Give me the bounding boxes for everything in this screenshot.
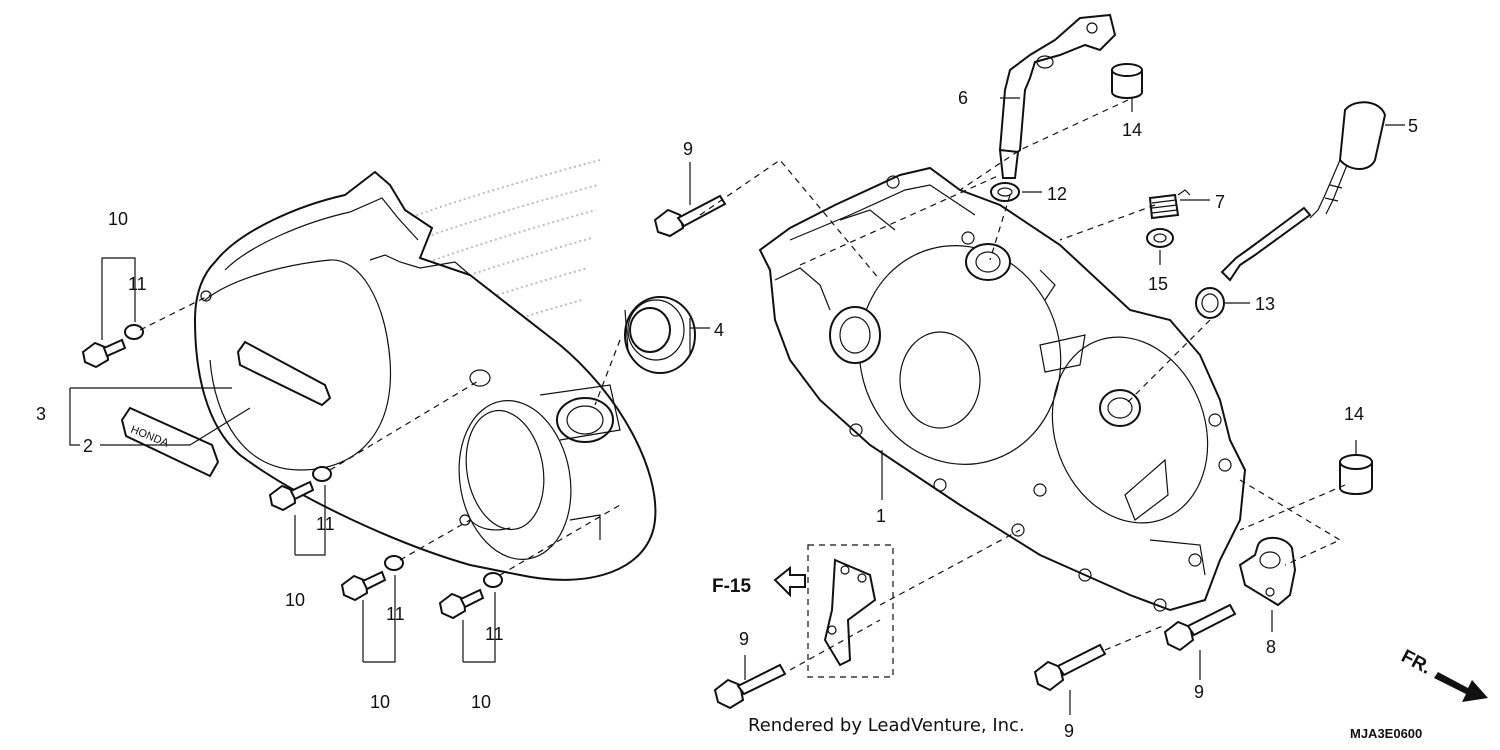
credit-text: Rendered by LeadVenture, Inc. (748, 715, 1025, 736)
bolt-9-lower (1033, 643, 1107, 692)
callout-11-b: 11 (316, 514, 335, 534)
reference-arrow[interactable] (773, 565, 806, 598)
bolt-9-clamp (1163, 603, 1237, 652)
callout-10-b: 10 (285, 590, 305, 610)
callout-12: 12 (1047, 184, 1067, 204)
callout-9-top: 9 (683, 139, 693, 159)
callout-1: 1 (876, 506, 886, 526)
hose-clamp (1238, 536, 1297, 607)
washer-11-d (483, 572, 503, 588)
spring (1148, 189, 1191, 220)
bolt-9-top (653, 194, 727, 238)
callout-9-clamp: 9 (1194, 682, 1204, 702)
o-ring-15 (1146, 228, 1174, 248)
o-ring-13 (1195, 287, 1225, 319)
callout-8: 8 (1266, 637, 1276, 657)
reference-label[interactable]: F-15 (712, 576, 752, 597)
callout-14-right: 14 (1344, 404, 1364, 424)
direction-label: FR. (1398, 646, 1435, 679)
callout-9-bracket: 9 (739, 629, 749, 649)
washer-11-c (384, 555, 404, 571)
callout-14-top: 14 (1122, 120, 1142, 140)
callout-3: 3 (36, 404, 46, 424)
bolt-10-b (268, 480, 315, 512)
emblem-recess (236, 340, 332, 407)
oil-seal-left (624, 296, 696, 374)
bolt-10-c (340, 570, 387, 602)
diagram-code: MJA3E0600 (1350, 726, 1422, 741)
callout-5: 5 (1408, 116, 1418, 136)
callout-2: 2 (83, 436, 93, 456)
breather-tube (998, 13, 1117, 179)
right-crankcase-cover (758, 166, 1247, 612)
callout-10-c: 10 (370, 692, 390, 712)
washer-11-a (124, 324, 144, 340)
cable-bracket (807, 544, 894, 678)
o-ring-12 (990, 182, 1020, 202)
direction-arrow-icon (1434, 672, 1488, 702)
callout-15: 15 (1148, 274, 1168, 294)
callout-6: 6 (958, 88, 968, 108)
callout-10-d: 10 (471, 692, 491, 712)
collar-right (1339, 454, 1373, 495)
honda-emblem: HONDA (120, 406, 220, 478)
callout-11-c: 11 (386, 604, 405, 624)
left-crankcase-cover (193, 170, 657, 581)
callout-11-a: 11 (128, 274, 147, 294)
washer-11-b (312, 466, 332, 482)
callout-7: 7 (1215, 192, 1225, 212)
bolt-9-bracket (713, 663, 787, 710)
callout-10-a: 10 (108, 209, 128, 229)
callout-4: 4 (714, 320, 724, 340)
callout-9-lower: 9 (1064, 721, 1074, 741)
collar-top (1111, 63, 1143, 99)
oil-dipstick (1220, 101, 1387, 282)
callout-13: 13 (1255, 294, 1275, 314)
front-direction-indicator: FR. (1398, 646, 1488, 702)
bolt-10-a (81, 338, 127, 369)
bolt-10-d (438, 588, 485, 620)
leader-lines (69, 97, 1405, 715)
callout-11-d: 11 (485, 624, 504, 644)
